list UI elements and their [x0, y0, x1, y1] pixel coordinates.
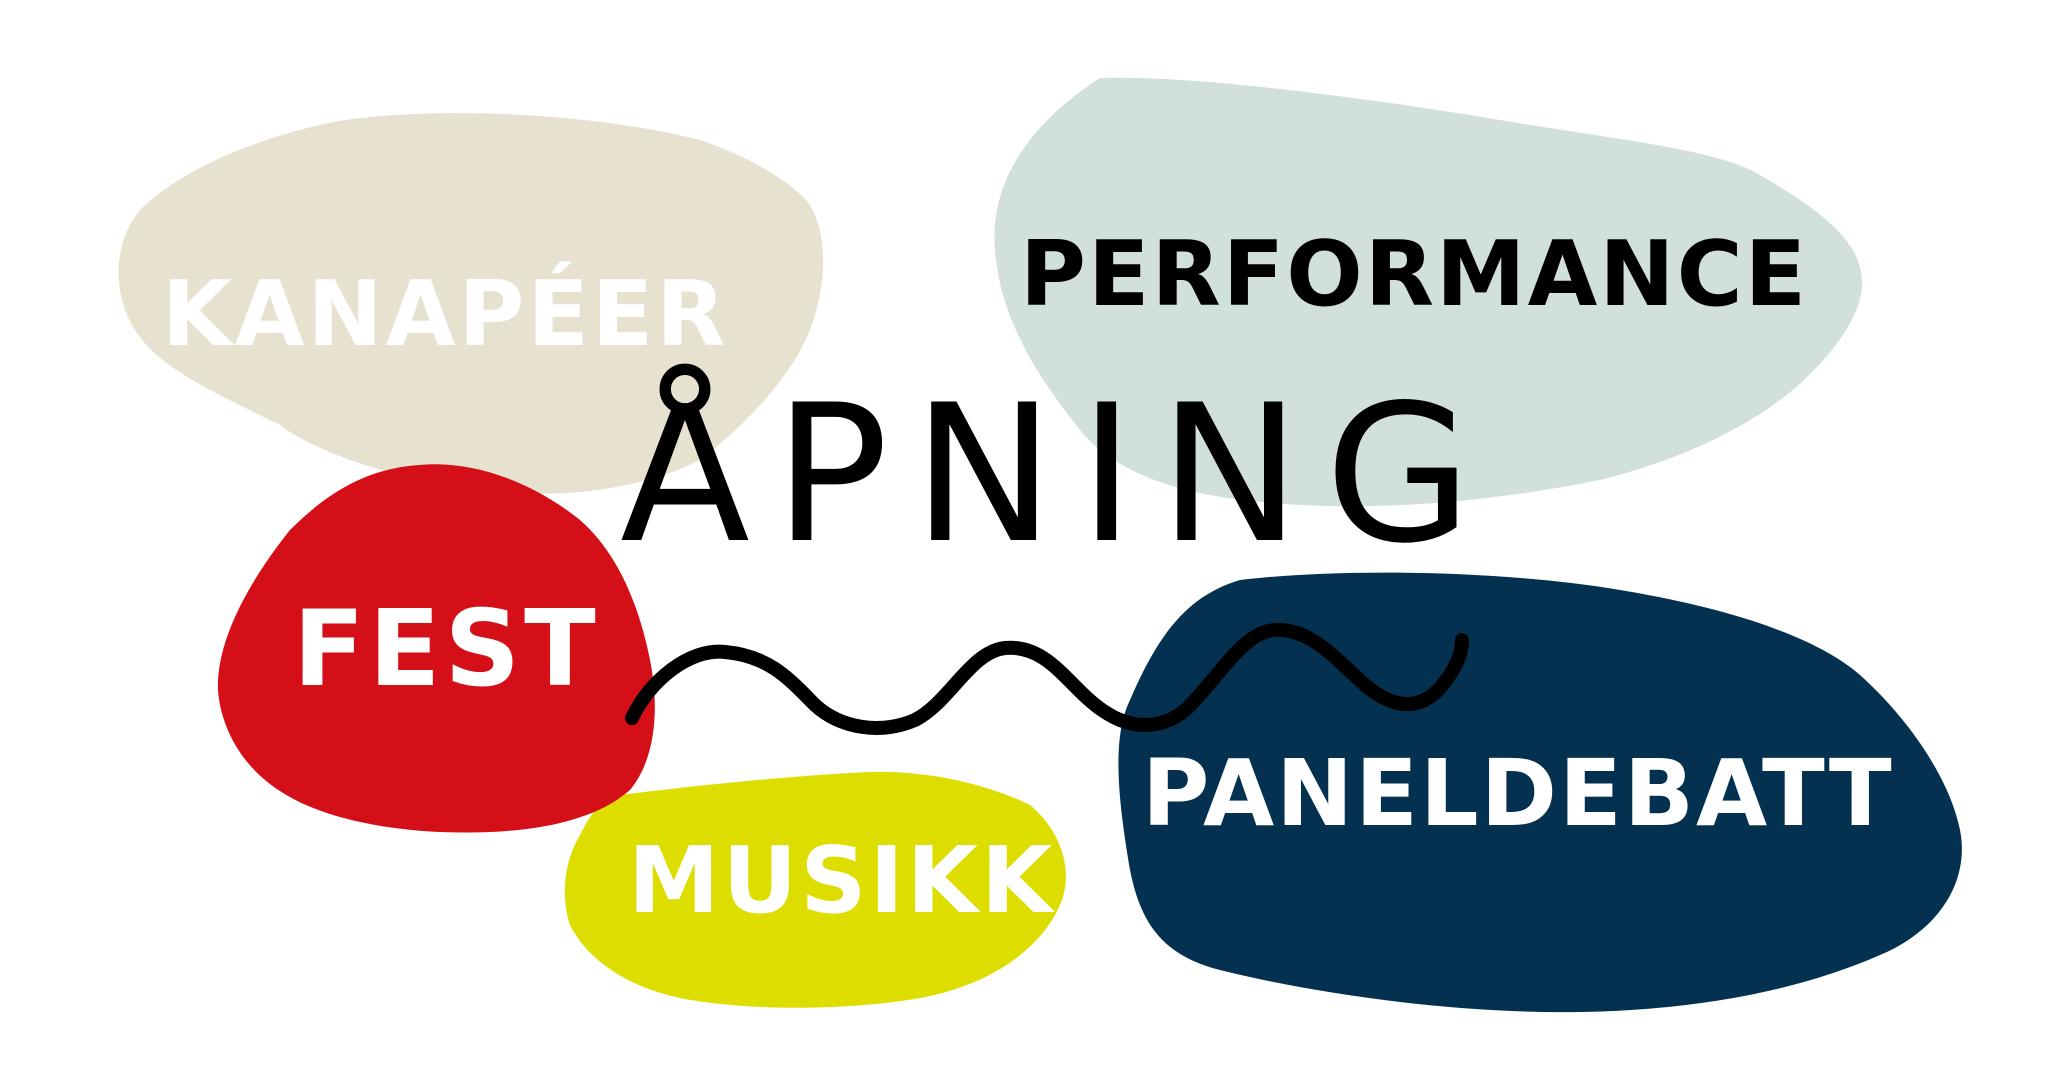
performance-blob [994, 77, 1863, 507]
label-fest: FEST [293, 588, 600, 710]
squiggle-line [625, 622, 1469, 735]
page-title: ÅPNING [620, 362, 1496, 585]
kanapeer-blob [118, 113, 824, 494]
label-performance: PERFORMANCE [1020, 222, 1808, 327]
label-musikk: MUSIKK [628, 827, 1056, 934]
paneldebatt-blob [1118, 572, 1962, 1013]
label-kanapeer: KANAPÉER [162, 260, 729, 367]
label-paneldebatt: PANELDEBATT [1142, 740, 1894, 847]
fest-blob [217, 464, 655, 833]
musikk-blob [564, 771, 1066, 1008]
